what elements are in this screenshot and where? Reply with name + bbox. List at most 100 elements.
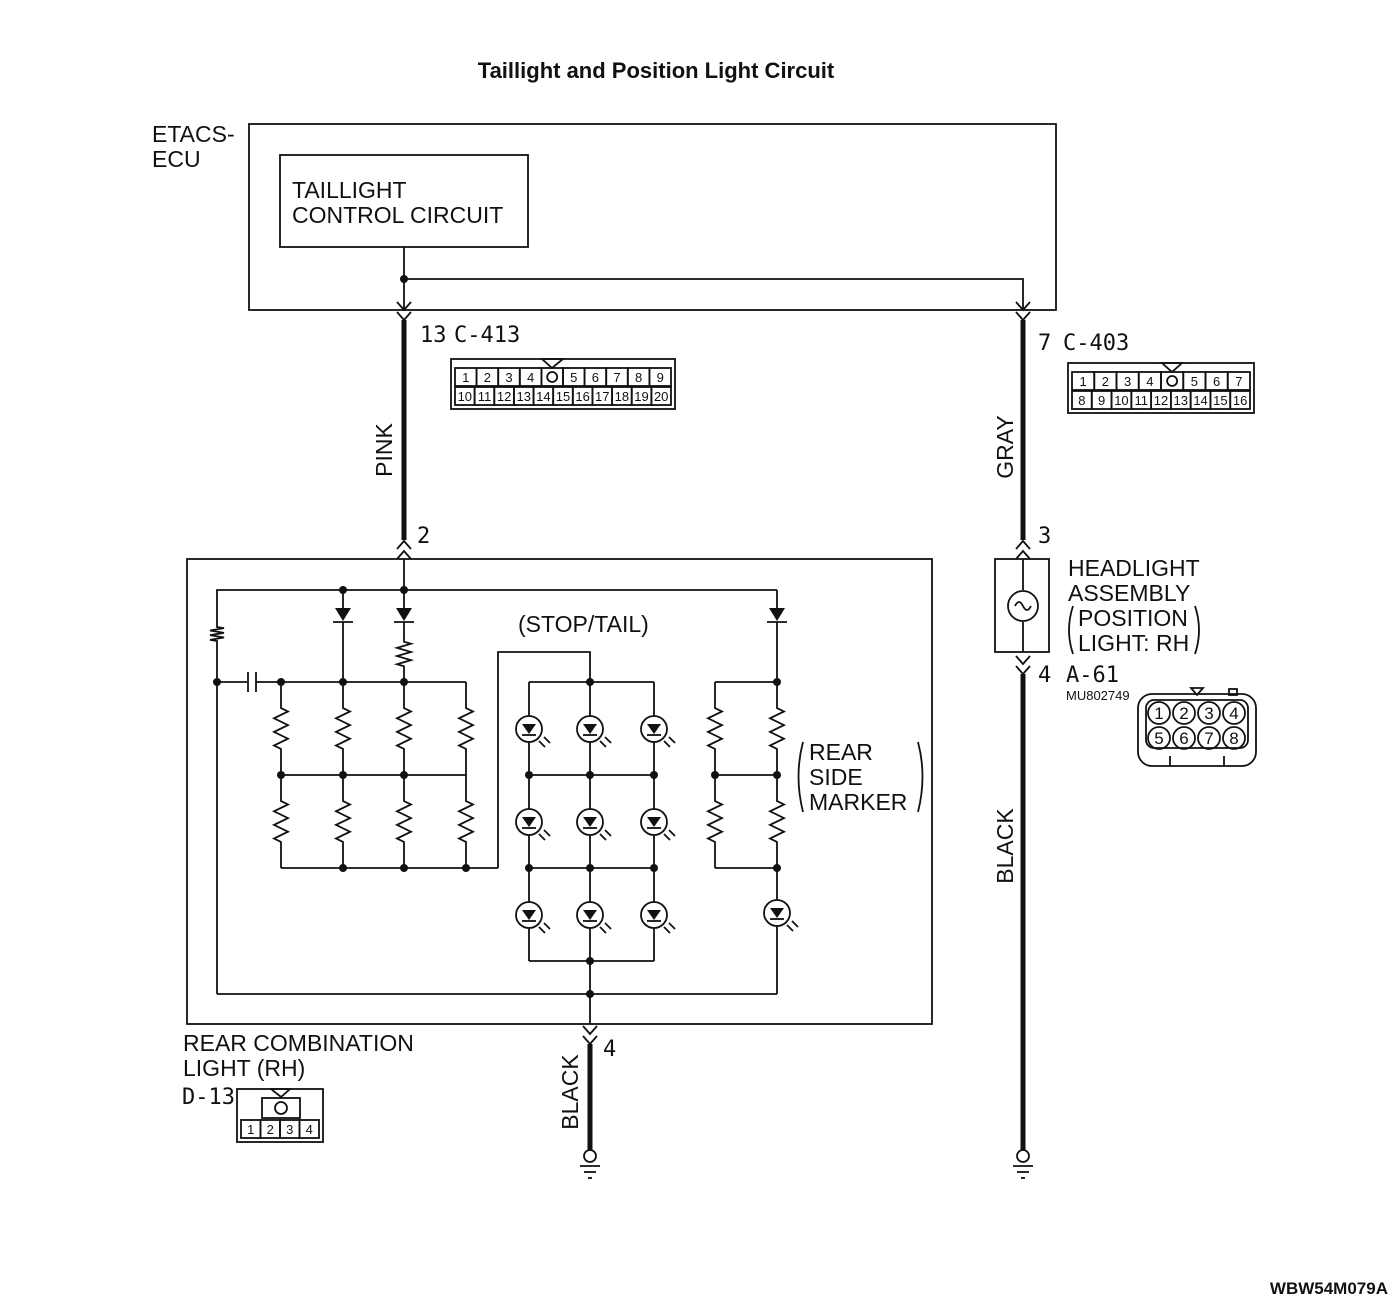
junction-dot bbox=[773, 864, 781, 872]
junction-dot bbox=[586, 678, 594, 686]
c413-cell-label: 17 bbox=[595, 389, 609, 404]
c413-pin: 13 bbox=[420, 323, 447, 348]
headlight-label-4: LIGHT: RH bbox=[1078, 630, 1189, 656]
headlight-label-1: HEADLIGHT bbox=[1068, 555, 1200, 581]
a61-pin bbox=[1172, 726, 1196, 750]
c413-cell-label: 3 bbox=[505, 370, 512, 385]
junction-dot bbox=[650, 864, 658, 872]
a61-pin-label: 4 bbox=[1229, 704, 1238, 723]
rear-combination-light bbox=[186, 558, 933, 1025]
led-icon bbox=[763, 895, 799, 932]
c403-cell-label: 9 bbox=[1098, 393, 1105, 408]
c403-cell-label: 13 bbox=[1174, 393, 1188, 408]
junction-dot bbox=[400, 678, 408, 686]
junction-dot bbox=[339, 678, 347, 686]
c413-cell-label: 2 bbox=[484, 370, 491, 385]
headlight-bracket bbox=[1068, 605, 1200, 655]
c403-cell-label: 7 bbox=[1235, 374, 1242, 389]
headlight-label-3: POSITION bbox=[1078, 605, 1188, 631]
a61-pin-label: 3 bbox=[1204, 704, 1213, 723]
ecu-label-2: ECU bbox=[152, 146, 201, 172]
c413-cell-label: 6 bbox=[592, 370, 599, 385]
diagram-title: Taillight and Position Light Circuit bbox=[478, 58, 835, 83]
c413-cell bbox=[650, 386, 672, 406]
a61-pin-label: 1 bbox=[1154, 704, 1163, 723]
headlight-assembly bbox=[994, 558, 1050, 653]
led-icon bbox=[640, 868, 676, 961]
c413-latch-icon bbox=[546, 371, 559, 383]
terminal-d13-2 bbox=[396, 539, 412, 560]
a61-name: A-61 bbox=[1066, 663, 1119, 688]
side-marker-label-2: SIDE bbox=[809, 764, 863, 790]
marker-resistor-upper bbox=[705, 682, 725, 775]
c403-cell-label: 10 bbox=[1114, 393, 1128, 408]
c403-cell-label: 6 bbox=[1213, 374, 1220, 389]
junction-dot bbox=[277, 771, 285, 779]
c413-cell-label: 4 bbox=[527, 370, 534, 385]
c413-cell-label: 19 bbox=[634, 389, 648, 404]
marker-resistor-lower bbox=[705, 775, 725, 868]
side-marker-label-3: MARKER bbox=[809, 789, 907, 815]
bulb-icon bbox=[1007, 590, 1039, 622]
a61-pin bbox=[1172, 701, 1196, 725]
side-marker-label-1: REAR bbox=[809, 739, 873, 765]
c403-cell-label: 14 bbox=[1193, 393, 1207, 408]
resistor-lower bbox=[271, 775, 291, 868]
terminal-a61-3 bbox=[1015, 539, 1031, 560]
diode-1 bbox=[333, 608, 353, 682]
a61-pin bbox=[1222, 726, 1246, 750]
c403-latch-icon bbox=[1166, 375, 1179, 387]
side-marker-bracket bbox=[797, 741, 924, 813]
resistor-lower bbox=[394, 775, 414, 868]
c413-cell-label: 15 bbox=[556, 389, 570, 404]
ecu-label-1: ETACS- bbox=[152, 121, 235, 147]
c413-cell-label: 11 bbox=[478, 389, 492, 404]
black-wire-right-label: BLACK bbox=[992, 808, 1018, 884]
c413-cell bbox=[648, 367, 672, 387]
d13-name: D-13 bbox=[182, 1085, 235, 1110]
resistor-network bbox=[209, 618, 787, 868]
led-icon bbox=[515, 682, 551, 775]
c413-cell-label: 18 bbox=[615, 389, 629, 404]
a61-part: MU802749 bbox=[1066, 688, 1130, 703]
diode-3 bbox=[767, 608, 787, 682]
resistor-buses bbox=[216, 650, 777, 995]
c403-cell bbox=[1229, 390, 1251, 410]
resistor-lower bbox=[456, 775, 476, 868]
c413-cell-label: 12 bbox=[497, 389, 511, 404]
led-icon bbox=[640, 682, 676, 775]
led-icon bbox=[576, 868, 612, 961]
junction-dot bbox=[586, 990, 594, 998]
d13-cell-label: 3 bbox=[286, 1122, 293, 1137]
rear-pin-out: 4 bbox=[603, 1037, 616, 1062]
resistor-series bbox=[393, 626, 415, 682]
junction-dot bbox=[773, 678, 781, 686]
junction-dot bbox=[400, 771, 408, 779]
c413-cell-label: 8 bbox=[635, 370, 642, 385]
diode-2 bbox=[394, 608, 414, 626]
c403-cell-label: 16 bbox=[1233, 393, 1247, 408]
junction-dot bbox=[586, 864, 594, 872]
junction-dot bbox=[650, 771, 658, 779]
headlight-label-2: ASSEMBLY bbox=[1068, 580, 1190, 606]
c403-cell-label: 12 bbox=[1154, 393, 1168, 408]
ground-left-icon bbox=[580, 1149, 600, 1179]
terminal-a61-4 bbox=[1015, 655, 1031, 676]
c413-cell-label: 1 bbox=[462, 370, 469, 385]
c413-cell-label: 5 bbox=[570, 370, 577, 385]
c403-name: C-403 bbox=[1063, 331, 1129, 356]
a61-pin bbox=[1147, 726, 1171, 750]
resistor-upper bbox=[333, 682, 353, 775]
resistor-upper bbox=[456, 682, 476, 775]
c413-cell-label: 14 bbox=[536, 389, 550, 404]
c403-cell-label: 15 bbox=[1213, 393, 1227, 408]
a61-pin bbox=[1222, 701, 1246, 725]
resistor-lower bbox=[333, 775, 353, 868]
a61-pin bbox=[1197, 726, 1221, 750]
junction-dot bbox=[525, 864, 533, 872]
a61-pin-label: 8 bbox=[1229, 729, 1238, 748]
a61-pin-label: 2 bbox=[1179, 704, 1188, 723]
